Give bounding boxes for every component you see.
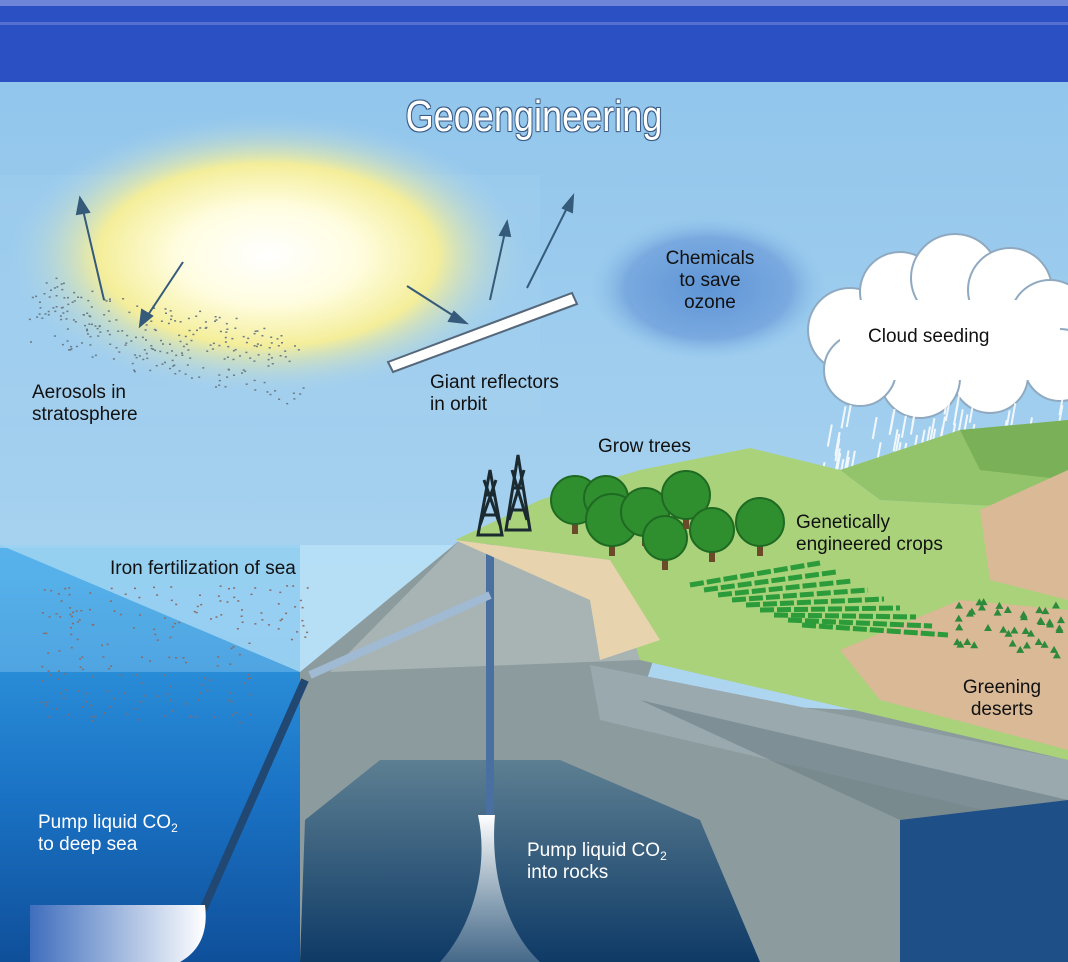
deep-rock-cavity (300, 760, 760, 962)
label-aerosols: Aerosols in stratosphere (32, 382, 138, 425)
label-iron-fertilization: Iron fertilization of sea (110, 558, 296, 579)
label-ozone-chemicals: Chemicals to save ozone (665, 248, 755, 313)
giant-reflector (386, 291, 579, 374)
desert-patch (840, 600, 1068, 750)
label-engineered-crops: Genetically engineered crops (796, 512, 943, 555)
co2-injection-plume (440, 815, 540, 962)
iron-particles (40, 585, 309, 724)
label-pump-into-rocks: Pump liquid CO2 into rocks (527, 840, 667, 883)
sunlight-arrows (75, 193, 575, 329)
ozone-cloud (590, 216, 826, 360)
label-giant-reflectors: Giant reflectors in orbit (430, 372, 559, 415)
aerosol-particles (28, 277, 305, 405)
header-band (0, 0, 1068, 82)
rain-cloud (807, 233, 1068, 419)
trees (550, 470, 785, 570)
drilling-rigs (476, 454, 532, 537)
crop-rows (689, 560, 949, 638)
label-pump-deep-sea: Pump liquid CO2 to deep sea (38, 812, 178, 855)
label-greening-deserts: Greening deserts (962, 677, 1042, 720)
label-cloud-seeding: Cloud seeding (868, 326, 990, 347)
desert-shrubs (953, 598, 1065, 659)
deep-sea-co2-pool (30, 905, 206, 962)
pipes (199, 530, 494, 912)
page-title: Geoengineering (405, 92, 663, 141)
label-grow-trees: Grow trees (598, 436, 691, 457)
sun (8, 115, 528, 395)
